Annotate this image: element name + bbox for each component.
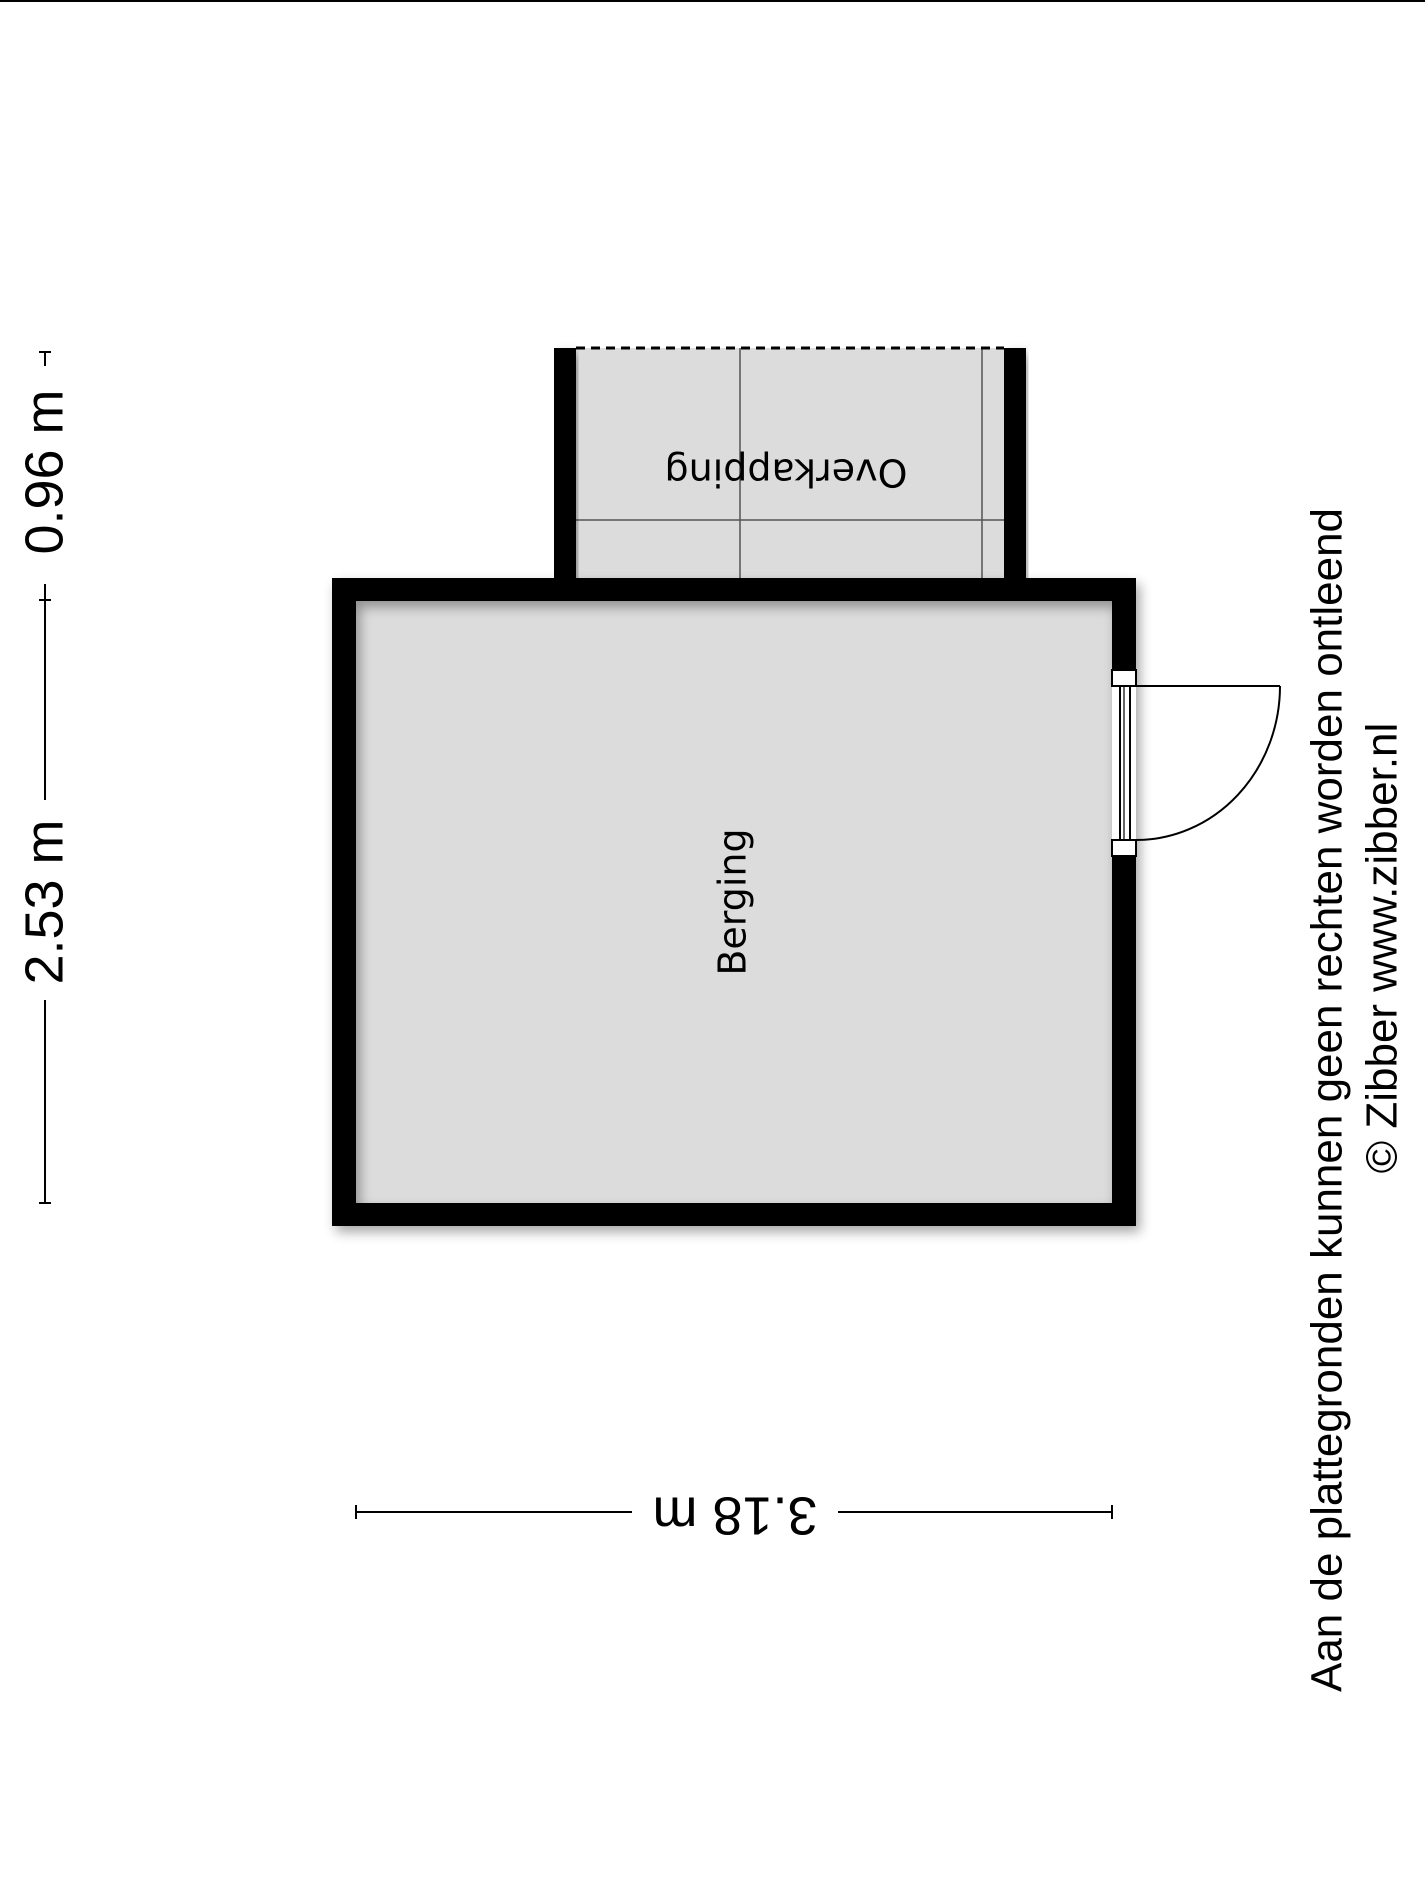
- dimension-label-gap-width: [632, 1484, 838, 1540]
- canopy-post-left: [554, 348, 576, 580]
- canopy-floor: [576, 348, 1004, 578]
- room-label-main: Berging: [711, 828, 755, 975]
- room-label-canopy: Overkapping: [664, 451, 907, 495]
- canopy-post-right: [1004, 348, 1026, 580]
- main-room: [332, 578, 1281, 1226]
- dimension-label-gap-main: [20, 800, 70, 1000]
- dimension-label-gap-canopy: [20, 366, 70, 584]
- dimension-horizontal: 3.18 m: [355, 1484, 1113, 1546]
- dimension-label-width: 3.18 m: [652, 1486, 817, 1546]
- disclaimer-text: Aan de plattegronden kunnen geen rechten…: [1303, 508, 1352, 1692]
- copyright-text: © Zibber www.zibber.nl: [1358, 723, 1407, 1174]
- door-leaf-frame: [1119, 685, 1131, 841]
- dimension-label-canopy-depth: 0.96 m: [14, 389, 74, 554]
- main-room-floor: [356, 601, 1112, 1203]
- dimension-label-main-depth: 2.53 m: [14, 819, 74, 984]
- canopy-area: [554, 346, 1026, 580]
- dimension-vertical: 0.96 m 2.53 m: [14, 351, 74, 1204]
- door-swing-arc: [1135, 685, 1281, 841]
